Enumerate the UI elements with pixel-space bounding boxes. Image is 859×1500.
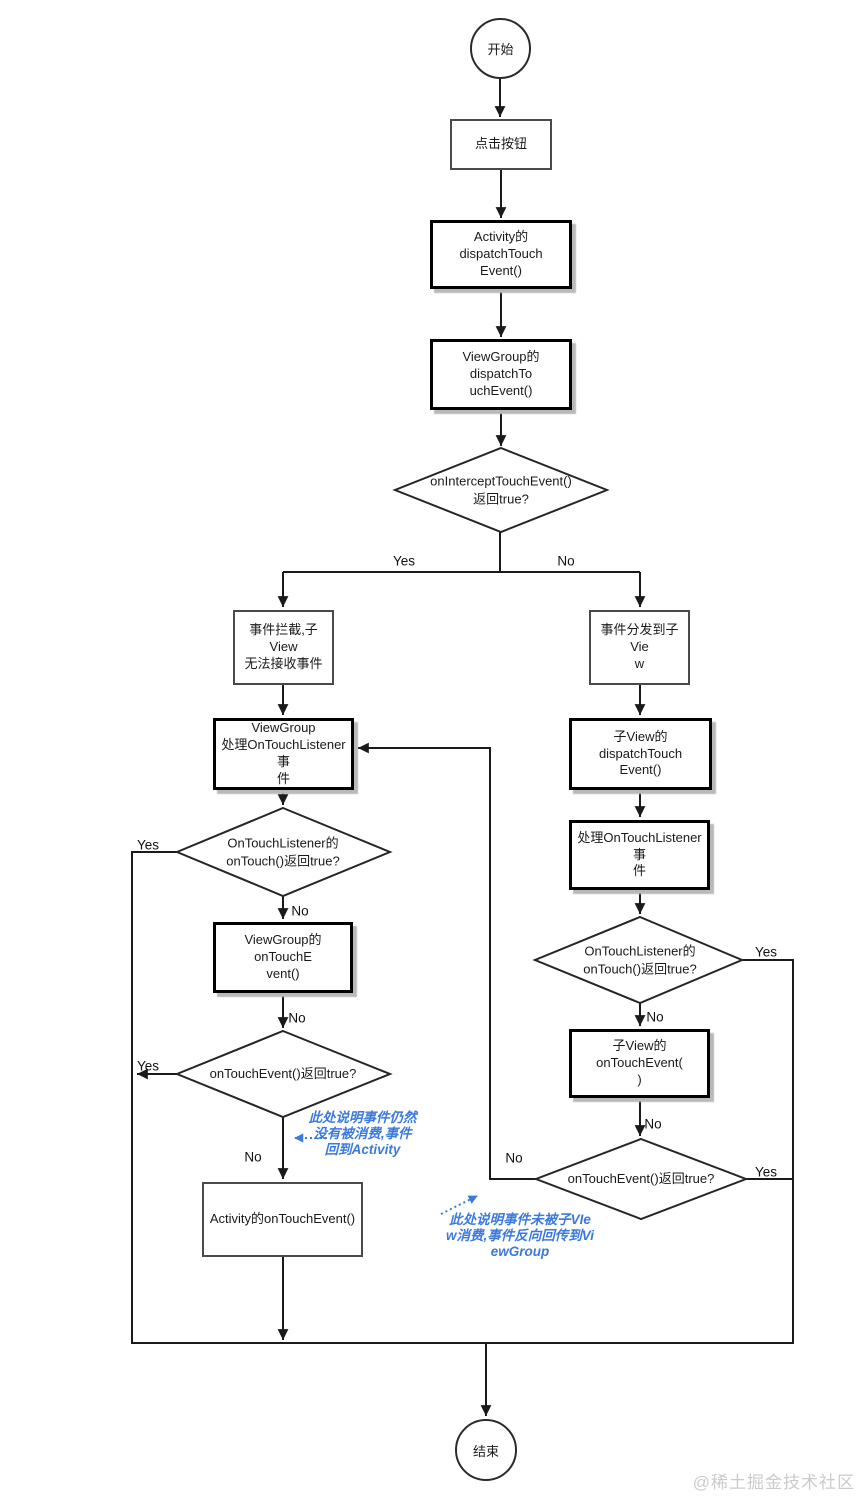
right-ontouch-decision-diamond [532, 915, 745, 1005]
left-ontouch-decision-diamond [174, 806, 393, 898]
activity-dispatch-node: Activity的dispatchTouch Event() [430, 220, 572, 289]
annotation-back-to-viewgroup: 此处说明事件未被子VIe w消费,事件反向回传到Vi ewGroup [445, 1212, 594, 1259]
event-to-child-node: 事件分发到子Vie w [589, 610, 690, 685]
child-dispatch-node: 子View的dispatchTouch Event() [569, 718, 712, 790]
right-ontouchevent-decision-diamond [533, 1137, 749, 1221]
annotation-arrows [294, 1133, 478, 1215]
child-listener-node: 处理OnTouchListener事 件 [569, 820, 710, 890]
viewgroup-dispatch-node: ViewGroup的dispatchTo uchEvent() [430, 339, 572, 410]
activity-ontouchevent-node: Activity的onTouchEvent() [202, 1182, 363, 1257]
annotation-back-to-activity: 此处说明事件仍然 没有被消费,事件 回到Activity [308, 1110, 417, 1157]
end-node: 结束 [455, 1419, 517, 1481]
watermark: @稀土掘金技术社区 [692, 1473, 855, 1492]
arrow-lines [137, 78, 646, 1416]
left-ontouchevent-decision-diamond [174, 1029, 393, 1119]
start-node: 开始 [470, 18, 531, 79]
event-intercepted-node: 事件拦截,子View 无法接收事件 [233, 610, 334, 685]
intercept-decision-diamond [392, 446, 610, 534]
decision-diamonds [174, 446, 749, 1221]
viewgroup-listener-node: ViewGroup 处理OnTouchListener事 件 [213, 718, 354, 790]
plain-lines [131, 532, 794, 1344]
click-button-node: 点击按钮 [450, 119, 552, 170]
viewgroup-ontouchevent-node: ViewGroup的onTouchE vent() [213, 922, 353, 993]
child-ontouchevent-node: 子View的onTouchEvent( ) [569, 1029, 710, 1098]
